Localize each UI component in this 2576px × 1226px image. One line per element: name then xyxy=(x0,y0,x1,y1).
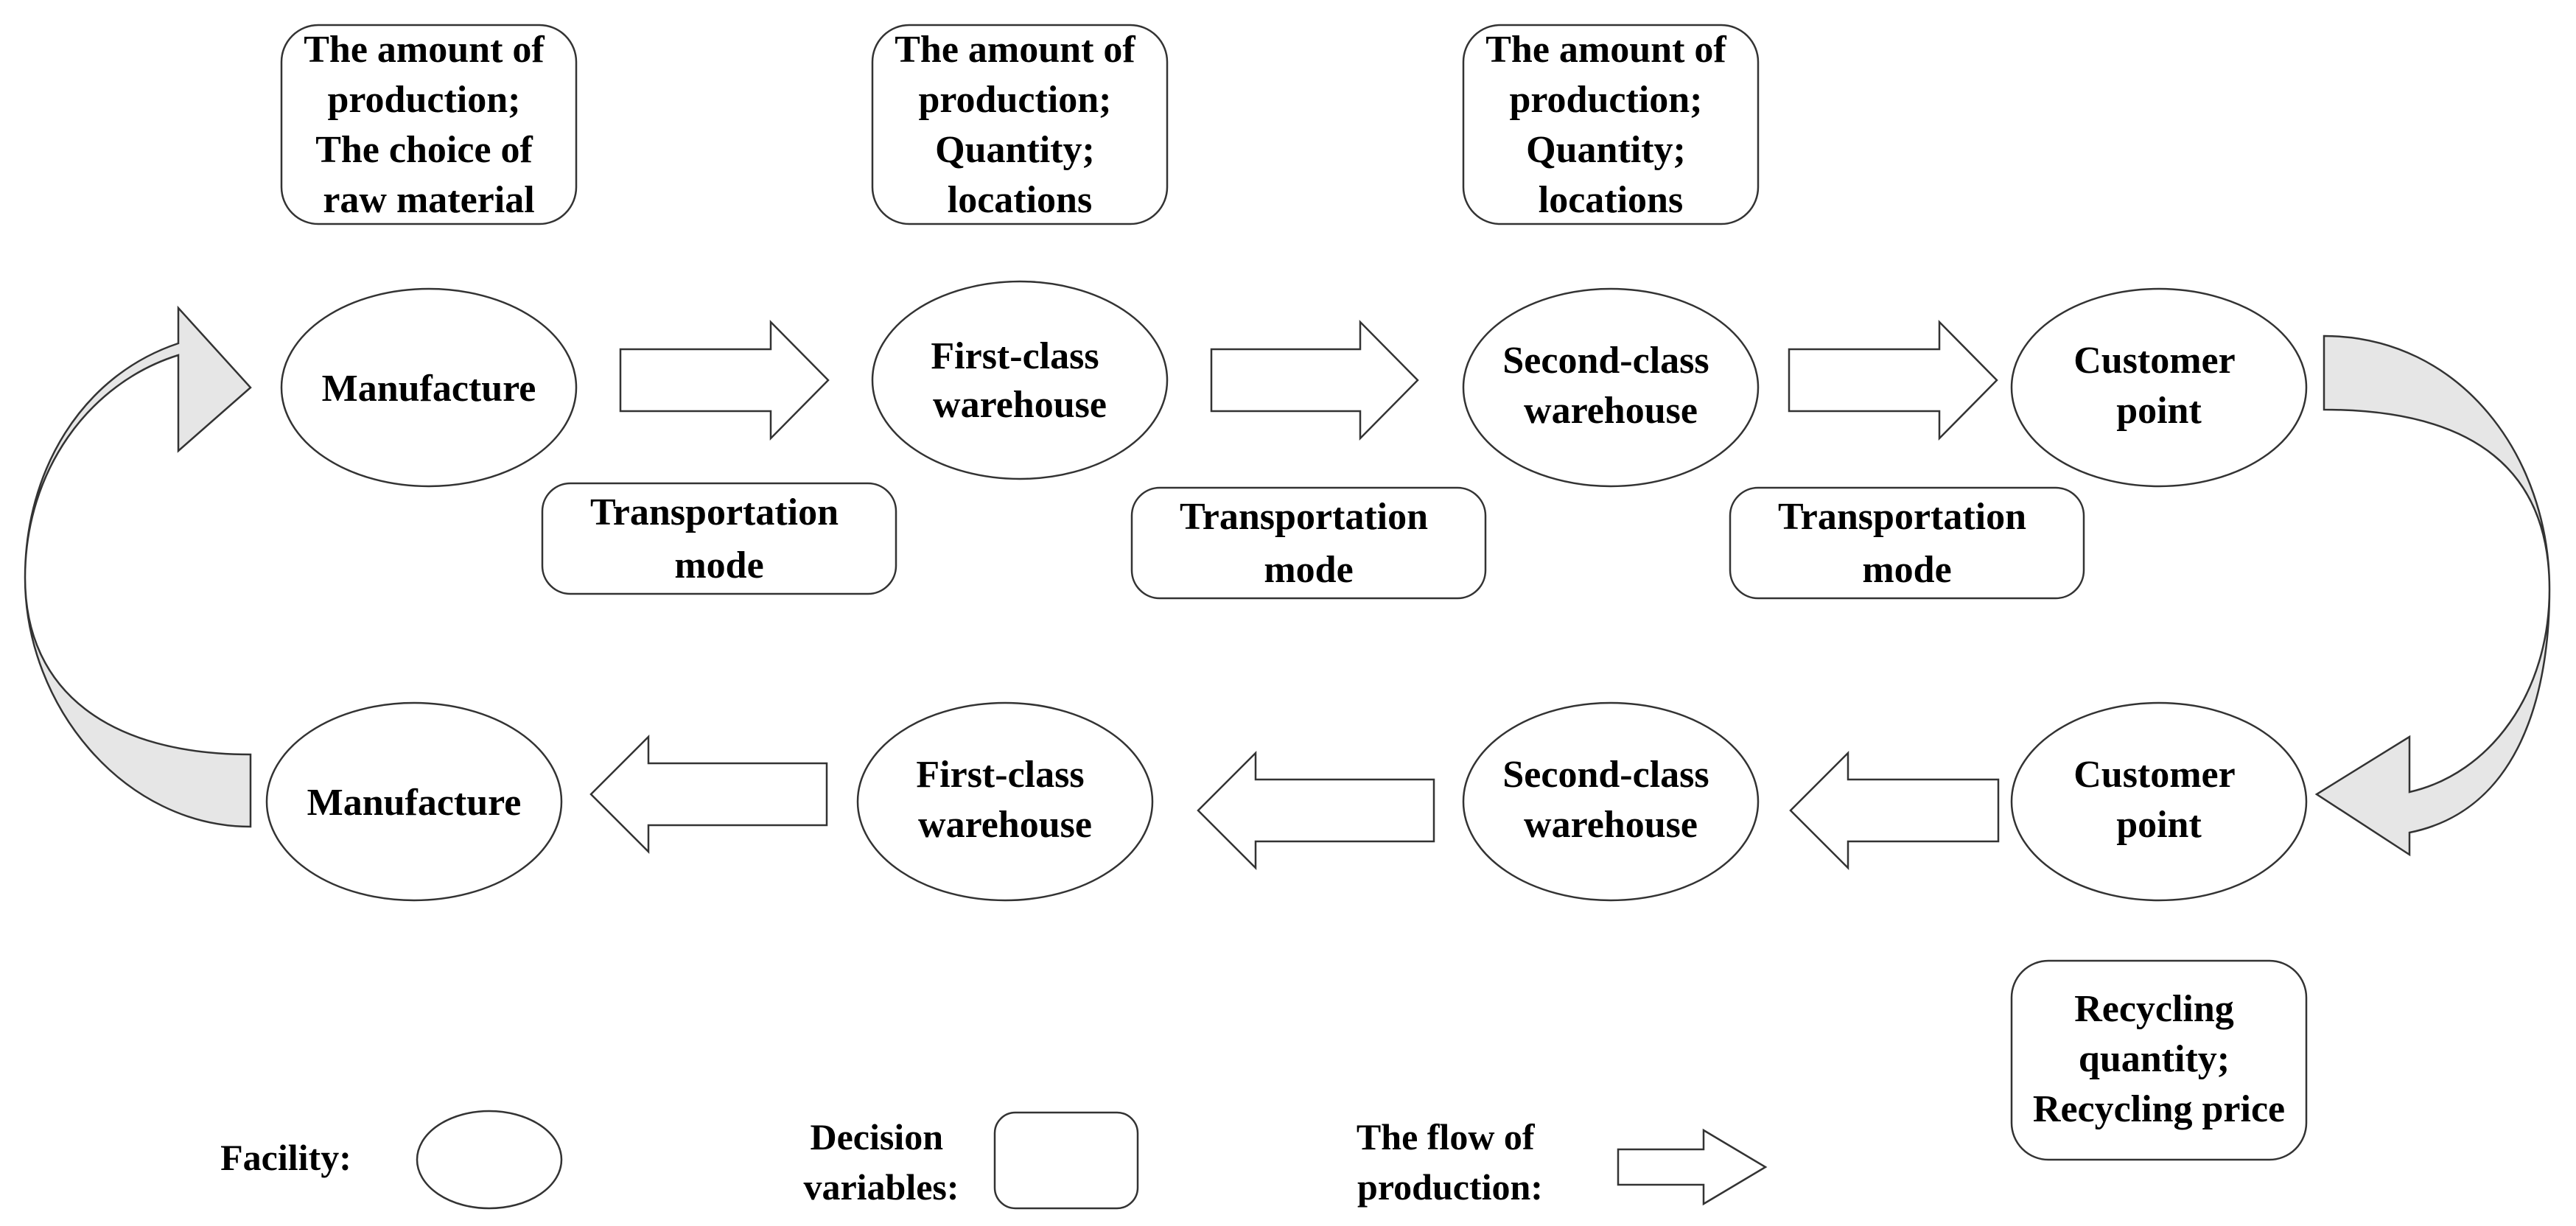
transport-text-3: Transportation mode xyxy=(1778,496,2036,591)
facility-label-first-class-warehouse-reverse: First-class warehouse xyxy=(916,754,1093,846)
facility-label-first-class-warehouse-forward: First-class warehouse xyxy=(931,335,1108,426)
decision-box-transport-2 xyxy=(1130,486,1487,600)
transport-text-1: Transportation mode xyxy=(590,491,848,586)
decision-text-first-class-warehouse: The amount of production; Quantity; loca… xyxy=(895,29,1144,221)
return-arrow-left xyxy=(24,305,252,828)
flow-arrow-reverse-2 xyxy=(1197,750,1435,871)
return-arrow-right xyxy=(2314,334,2551,857)
facility-label-customer-point-reverse: Customer point xyxy=(2073,754,2244,846)
flow-arrow-forward-1 xyxy=(619,319,830,441)
facility-label-customer-point-forward: Customer point xyxy=(2073,340,2244,432)
facility-second-class-warehouse-reverse xyxy=(1462,701,1760,902)
facility-manufacture-reverse xyxy=(265,701,563,902)
flow-arrow-forward-3 xyxy=(1788,319,1998,441)
decision-box-transport-3 xyxy=(1729,486,2085,600)
flow-arrow-reverse-1 xyxy=(589,734,828,855)
legend-facility-shape xyxy=(416,1110,563,1210)
legend-decision-shape xyxy=(993,1111,1139,1210)
facility-label-manufacture-forward: Manufacture xyxy=(322,368,536,410)
transport-text-2: Transportation mode xyxy=(1180,496,1438,591)
facility-customer-point-reverse xyxy=(2010,701,2308,902)
facility-second-class-warehouse-forward xyxy=(1462,287,1760,488)
facility-customer-point-forward xyxy=(2010,287,2308,488)
flow-arrow-reverse-3 xyxy=(1789,750,2000,871)
legend-flow-arrow-shape xyxy=(1617,1128,1768,1206)
decision-text-manufacture: The amount of production; The choice of … xyxy=(304,29,553,221)
facility-first-class-warehouse-forward xyxy=(871,280,1169,480)
facility-manufacture-forward xyxy=(280,287,578,488)
decision-box-transport-1 xyxy=(541,482,897,595)
legend-facility-label: Facility: xyxy=(220,1137,351,1178)
decision-box-manufacture xyxy=(280,24,578,225)
decision-text-second-class-warehouse: The amount of production; Quantity; loca… xyxy=(1485,29,1735,221)
facility-label-manufacture-reverse: Manufacture xyxy=(307,782,522,824)
facility-first-class-warehouse-reverse xyxy=(856,701,1154,902)
legend-flow-label: The flow of production: xyxy=(1357,1116,1544,1208)
decision-box-recycling xyxy=(2010,959,2308,1161)
facility-label-second-class-warehouse-forward: Second-class warehouse xyxy=(1502,340,1718,432)
decision-box-first-class-warehouse xyxy=(871,24,1169,225)
decision-box-second-class-warehouse xyxy=(1462,24,1760,225)
flow-arrow-forward-2 xyxy=(1210,319,1419,441)
recycling-decision-text: Recycling quantity; Recycling price xyxy=(2033,988,2285,1130)
facility-label-second-class-warehouse-reverse: Second-class warehouse xyxy=(1502,754,1718,846)
legend-decision-label: Decision variables: xyxy=(803,1116,959,1208)
